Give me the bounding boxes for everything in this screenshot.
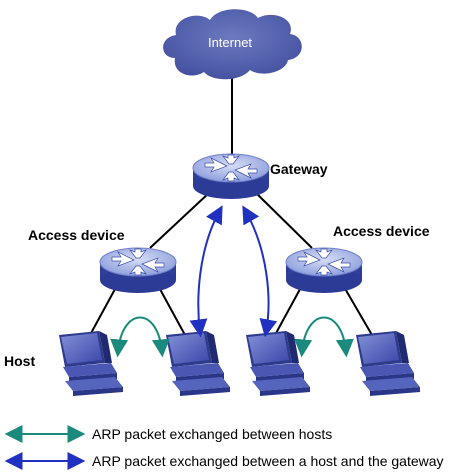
router-icon: [192, 153, 270, 200]
computer-icon: [356, 331, 420, 396]
computer-icon: [246, 331, 310, 396]
access-device-left-label: Access device: [28, 227, 125, 243]
router-icon: [99, 247, 177, 294]
cloud-icon: [163, 9, 302, 80]
connection-lines: [89, 78, 373, 336]
host-3: [246, 331, 310, 396]
access-device-right-label: Access device: [333, 223, 430, 239]
gateway-router: [192, 153, 270, 200]
arp-hosts-arrow-right: [294, 316, 354, 358]
arp-gateway-arrow-right: [242, 205, 278, 338]
computer-icon: [59, 331, 123, 396]
arp-hosts-arrow-left: [110, 316, 170, 358]
gateway-label: Gateway: [270, 161, 328, 177]
legend-gateway-text: ARP packet exchanged between a host and …: [92, 453, 444, 469]
host-4: [356, 331, 420, 396]
host-label: Host: [4, 353, 35, 369]
legend: ARP packet exchanged between hosts ARP p…: [4, 425, 444, 470]
link-gateway-access-right: [254, 191, 313, 249]
host-2: [166, 331, 230, 396]
access-device-left: [99, 247, 177, 294]
legend-hosts-text: ARP packet exchanged between hosts: [92, 426, 332, 442]
link-gateway-access-left: [149, 191, 211, 249]
internet-label: Internet: [208, 35, 252, 50]
arp-gateway-arrow-left: [189, 205, 223, 338]
computer-icon: [166, 331, 230, 396]
host-1: [59, 331, 123, 396]
router-icon: [285, 247, 363, 294]
access-device-right: [285, 247, 363, 294]
internet-cloud: Internet: [163, 9, 302, 80]
